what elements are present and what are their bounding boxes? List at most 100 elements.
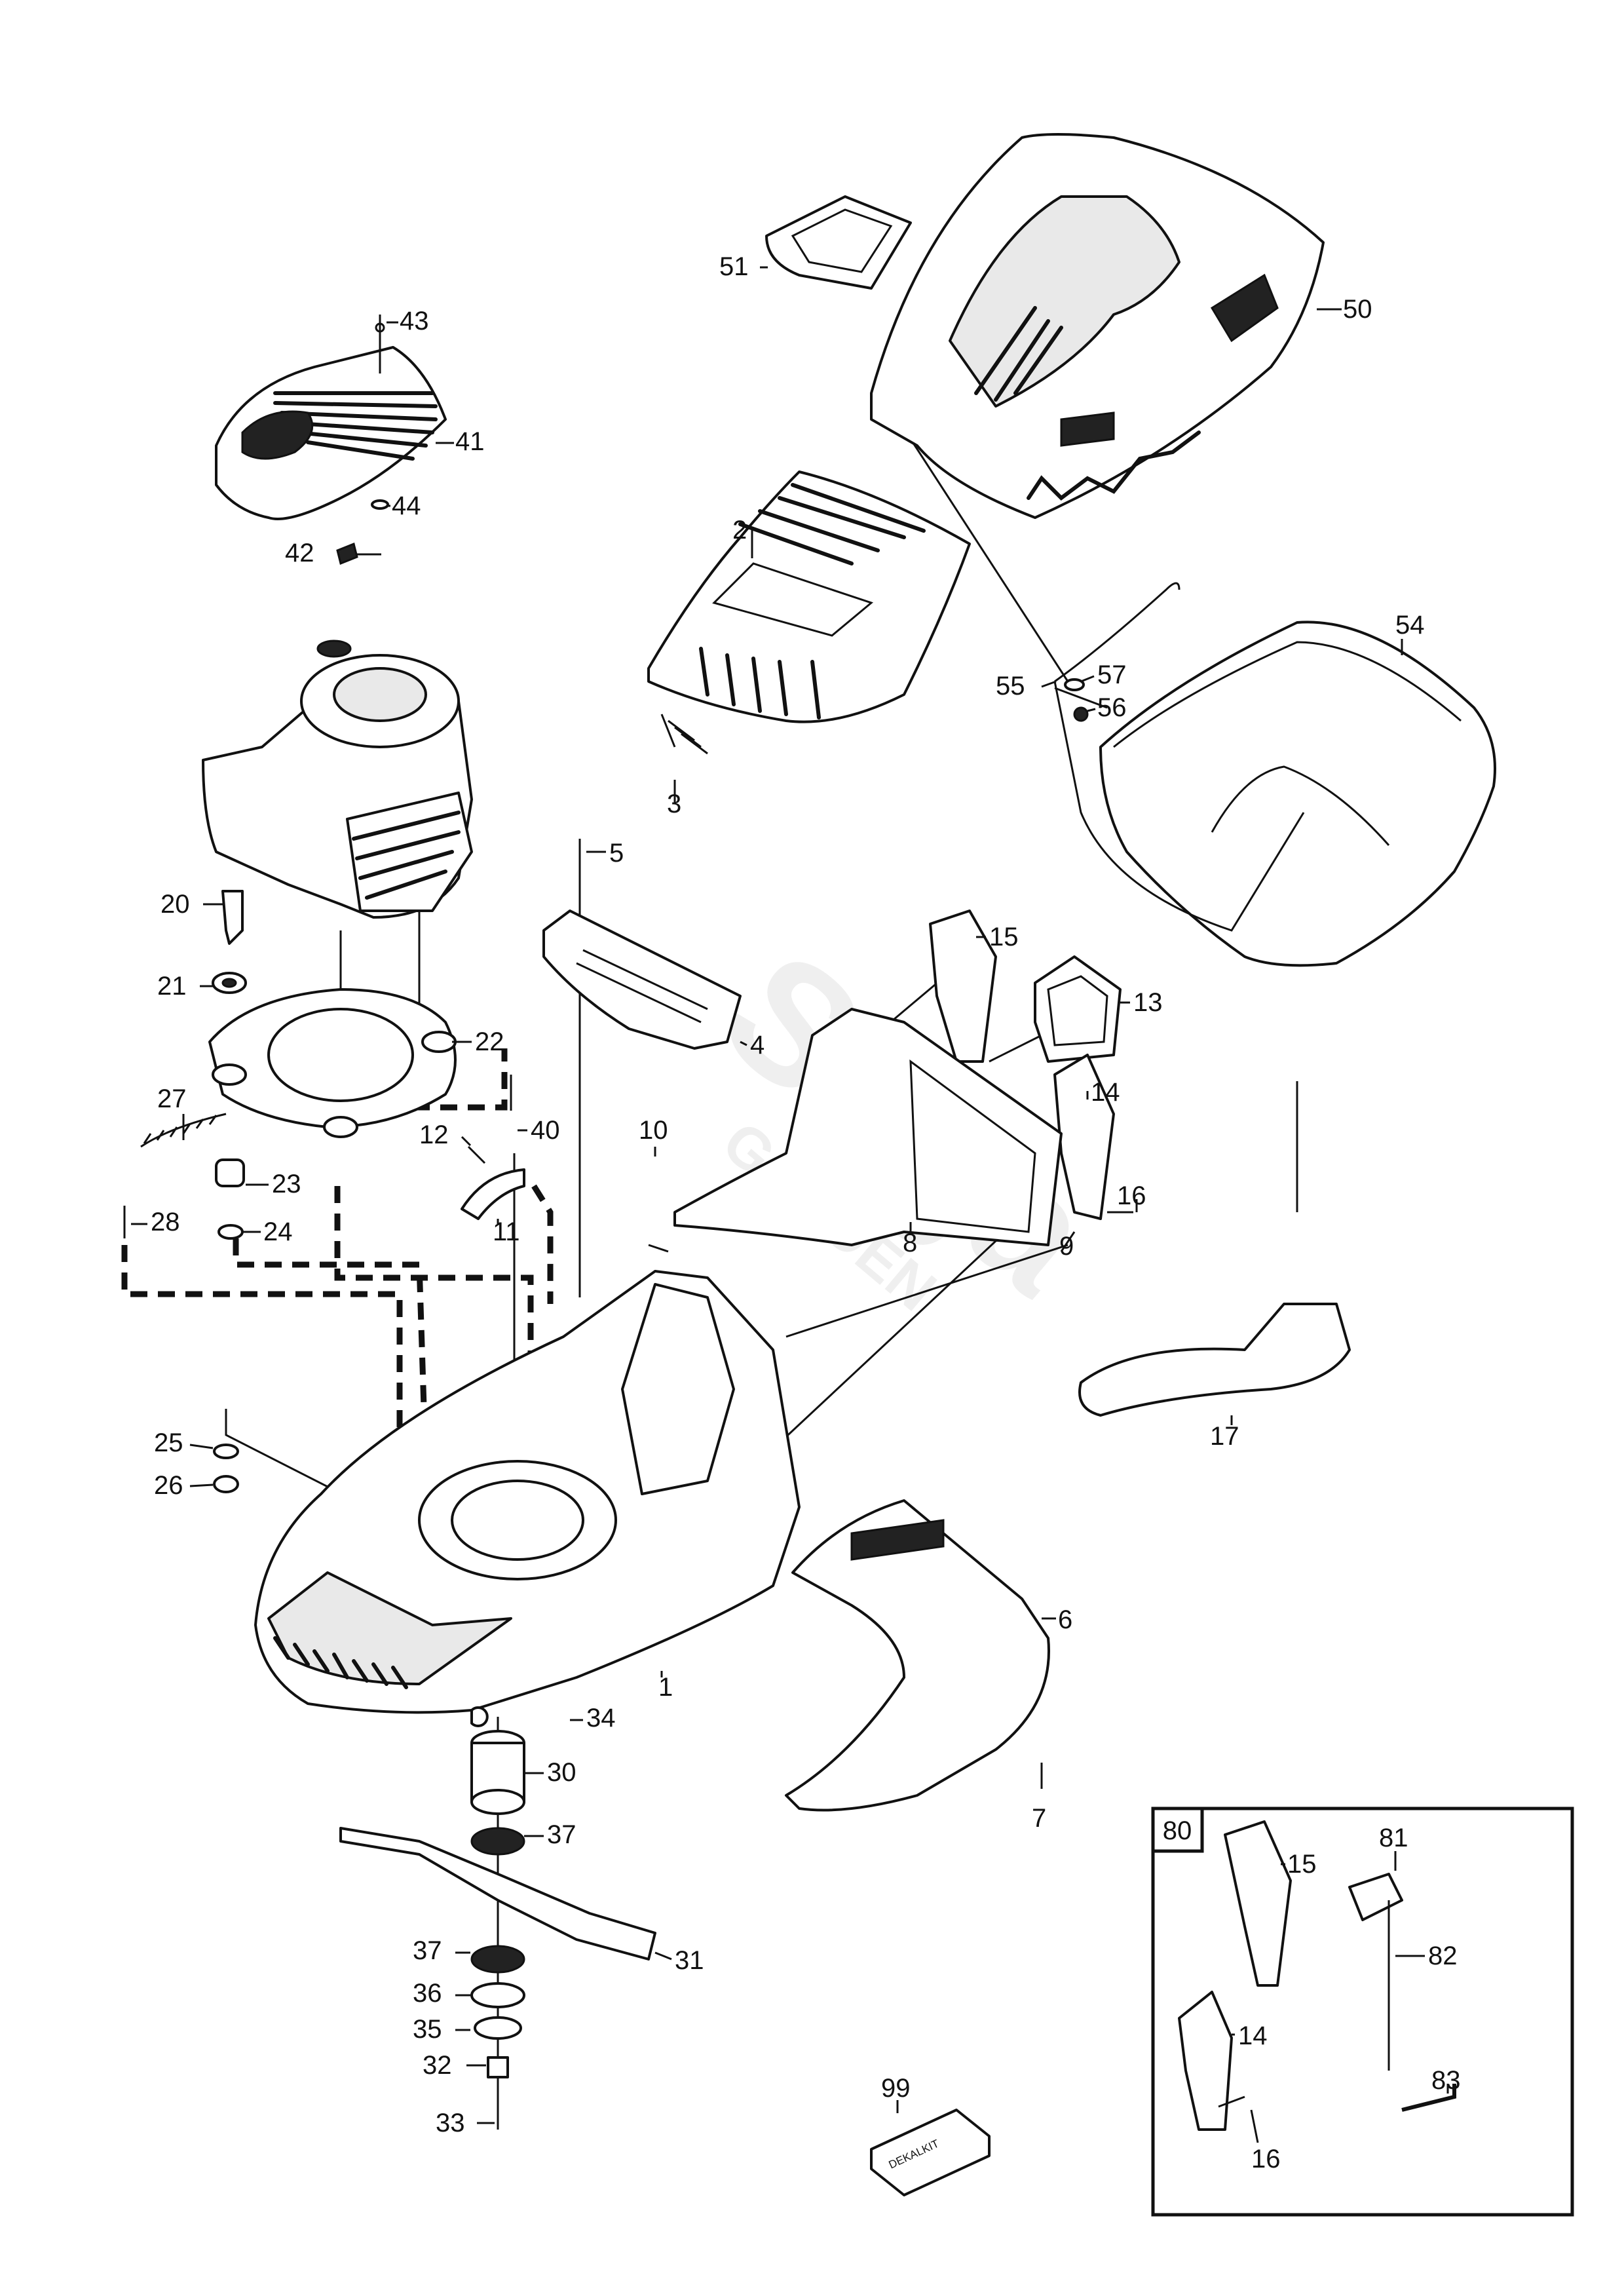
callout-25: 25 — [154, 1428, 183, 1457]
part-23-spacer — [215, 1158, 245, 1187]
engine — [202, 640, 473, 919]
part-12-screw — [467, 1145, 486, 1164]
callout-54: 54 — [1395, 611, 1425, 640]
inset-80: 80 — [1151, 1807, 1574, 2217]
callout-55: 55 — [996, 672, 1025, 700]
part-41-engine-cover — [215, 322, 447, 520]
part-15-lever — [929, 909, 997, 1063]
part-6-side-chute — [785, 1499, 1050, 1812]
part-22-engine-plate — [208, 988, 457, 1138]
callout-24: 24 — [263, 1217, 293, 1246]
part-9-screw — [1060, 1231, 1076, 1252]
part-54-grass-bag — [1099, 621, 1496, 967]
callout-42: 42 — [285, 539, 314, 567]
callout-leaders — [131, 266, 1449, 2143]
part-20-bolt — [221, 890, 244, 945]
part-50-collector-top — [870, 133, 1325, 519]
callout-30: 30 — [547, 1758, 576, 1787]
callout-26: 26 — [154, 1471, 183, 1500]
callout-56: 56 — [1097, 693, 1127, 722]
part-1-deck — [254, 1270, 801, 1714]
callout-41: 41 — [455, 427, 485, 456]
part-37-disc-upper — [470, 1827, 525, 1856]
part-44-washer — [371, 499, 389, 510]
callout-2: 2 — [732, 516, 747, 545]
part-99-decal-kit: DEKALKIT — [870, 2109, 991, 2196]
callout-10: 10 — [639, 1116, 668, 1145]
callout-37-upper: 37 — [547, 1820, 576, 1849]
callout-34: 34 — [586, 1704, 616, 1732]
callout-83: 83 — [1431, 2066, 1461, 2095]
part-57-washer — [1064, 678, 1085, 691]
callout-22: 22 — [475, 1027, 504, 1056]
part-25-washer — [213, 1444, 239, 1459]
part-42-nut — [336, 542, 358, 565]
part-8-chute-frame — [673, 1008, 1063, 1246]
part-30-hub — [470, 1730, 525, 1815]
callout-50: 50 — [1343, 295, 1372, 324]
part-11-clip — [461, 1168, 525, 1220]
part-35-washer — [474, 2016, 522, 2040]
callout-15-inset: 15 — [1287, 1850, 1317, 1879]
callout-35: 35 — [413, 2015, 442, 2044]
part-56-screw — [1073, 706, 1089, 722]
part-2-rear-cover — [647, 470, 971, 723]
callout-21: 21 — [157, 972, 187, 1001]
callout-16-inset: 16 — [1251, 2145, 1281, 2173]
callout-43: 43 — [400, 307, 429, 335]
callout-labels: 43 41 44 42 51 50 2 3 54 55 57 56 5 20 2… — [151, 252, 1461, 2173]
callout-20: 20 — [161, 890, 190, 919]
callout-12: 12 — [419, 1120, 449, 1149]
callout-31: 31 — [675, 1946, 704, 1975]
callout-51: 51 — [719, 252, 749, 281]
callout-8: 8 — [903, 1229, 917, 1257]
part-55-bag-frame — [1053, 582, 1305, 932]
callout-3: 3 — [667, 790, 681, 818]
callout-17: 17 — [1210, 1422, 1239, 1451]
part-21-bushing — [212, 972, 247, 994]
part-34-key — [470, 1706, 489, 1727]
part-36-washer — [470, 1982, 525, 2008]
part-3-spring — [660, 714, 708, 755]
callout-14: 14 — [1091, 1078, 1120, 1107]
callout-33: 33 — [436, 2109, 465, 2137]
callout-23: 23 — [272, 1170, 301, 1198]
callout-14-inset: 14 — [1238, 2021, 1268, 2050]
callout-6: 6 — [1058, 1605, 1072, 1634]
callout-4: 4 — [750, 1031, 765, 1060]
callout-9: 9 — [1059, 1232, 1074, 1261]
callout-15: 15 — [989, 923, 1019, 951]
part-10-screw — [648, 1244, 669, 1253]
part-27-spring — [140, 1113, 227, 1148]
part-17-grip — [1078, 1303, 1351, 1417]
callout-16: 16 — [1117, 1181, 1146, 1210]
callout-27: 27 — [157, 1084, 187, 1113]
callout-82: 82 — [1428, 1942, 1458, 1970]
part-24-washer — [217, 1224, 244, 1240]
dashed-assembly-lines — [121, 1048, 554, 1501]
callout-28: 28 — [151, 1208, 180, 1236]
part-51-plate — [765, 195, 912, 290]
inset-number: 80 — [1163, 1816, 1192, 1845]
part-13-handle — [1034, 955, 1122, 1063]
callout-11: 11 — [493, 1217, 520, 1246]
callout-7: 7 — [1032, 1804, 1046, 1833]
callout-1: 1 — [658, 1673, 673, 1702]
callout-44: 44 — [392, 491, 421, 520]
callout-36: 36 — [413, 1979, 442, 2008]
callout-37-lower: 37 — [413, 1936, 442, 1965]
part-31-blade — [339, 1827, 656, 1961]
part-37-disc-lower — [470, 1945, 525, 1974]
part-4-bracket — [542, 909, 742, 1050]
part-26-nut — [213, 1475, 239, 1493]
callout-40: 40 — [531, 1116, 560, 1145]
part-14-lever — [1053, 1054, 1115, 1220]
callout-99: 99 — [881, 2074, 911, 2103]
callout-5: 5 — [609, 839, 624, 868]
part-32-nut — [487, 2056, 509, 2078]
callout-32: 32 — [423, 2051, 452, 2080]
callout-57: 57 — [1097, 660, 1127, 689]
callout-81: 81 — [1379, 1824, 1408, 1852]
callout-13: 13 — [1133, 988, 1163, 1017]
